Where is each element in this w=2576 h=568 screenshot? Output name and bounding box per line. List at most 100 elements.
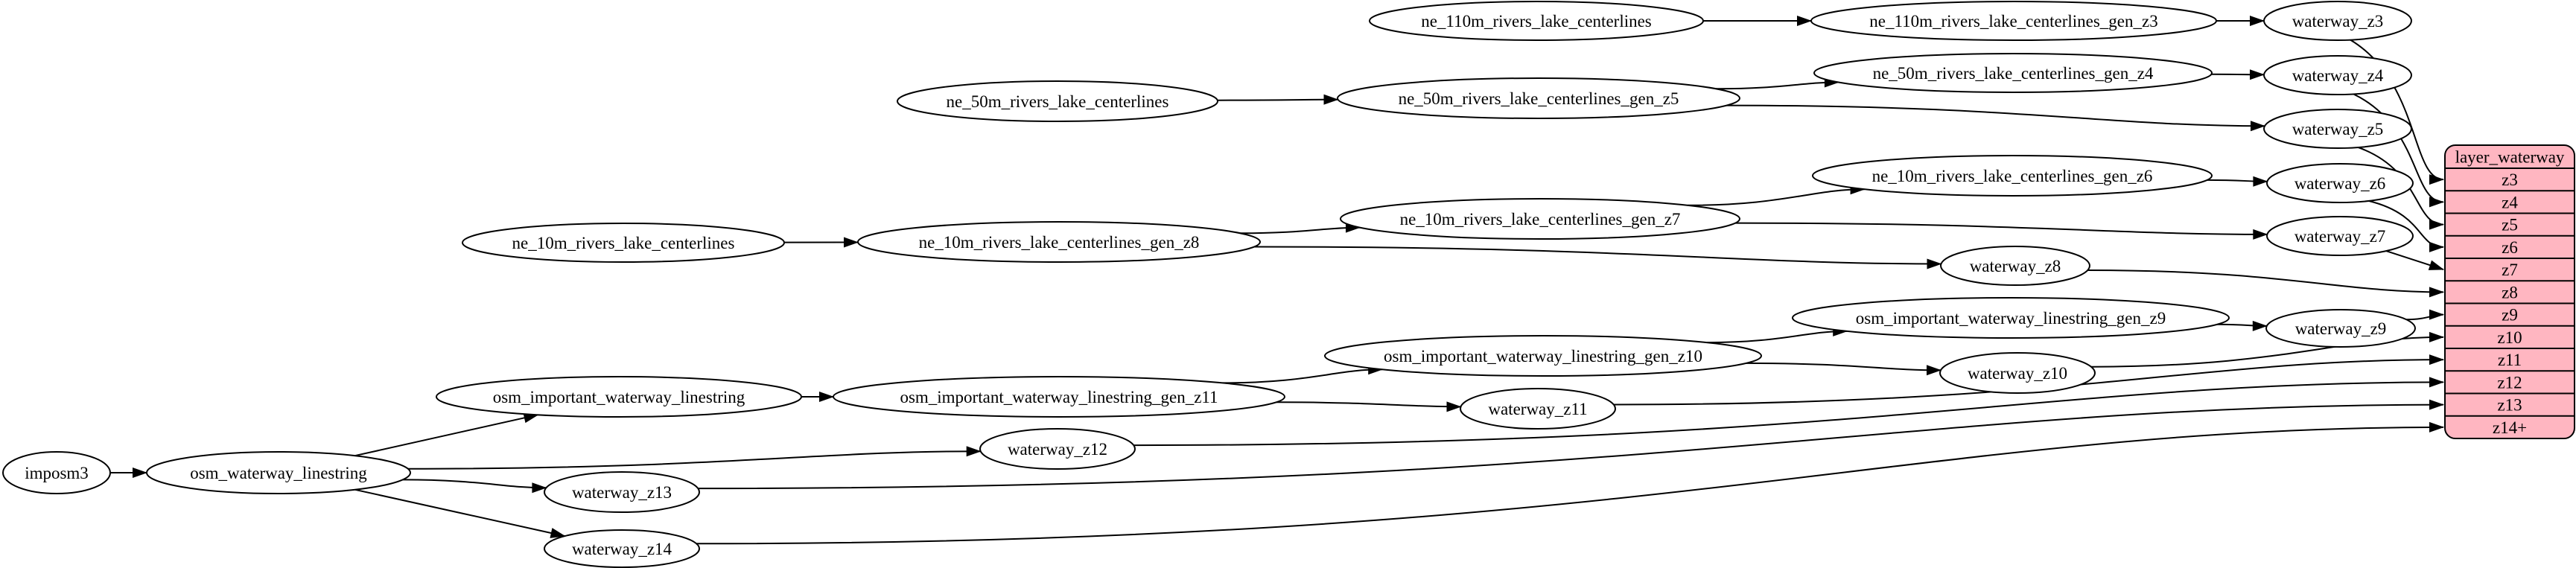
- node-ne_10m_rivers_lake_centerlines_gen_z6: ne_10m_rivers_lake_centerlines_gen_z6: [1812, 155, 2213, 197]
- edge-ne_50m_rivers_lake_centerlines_gen_z5-to-ne_50m_rivers_lake_centerlines_gen_z4: [1716, 77, 1839, 90]
- node-waterway_z7: waterway_z7: [2266, 216, 2414, 256]
- node-ellipse: [1324, 335, 1762, 377]
- node-ellipse: [2263, 55, 2412, 95]
- table-row-z13: z13: [2497, 396, 2522, 415]
- node-waterway_z5: waterway_z5: [2263, 109, 2412, 149]
- node-imposm3: imposm3: [2, 451, 111, 494]
- nodes-layer: imposm3 osm_waterway_linestring osm_import…: [2, 1, 2416, 568]
- edge-waterway_z9-to-layer_waterway-z9: [2406, 309, 2444, 321]
- table-row-z10: z10: [2497, 328, 2522, 347]
- node-waterway_z13: waterway_z13: [544, 471, 700, 513]
- table-row-z12: z12: [2497, 373, 2522, 392]
- edge-waterway_z8-to-layer_waterway-z8: [2087, 269, 2444, 298]
- node-ellipse: [2263, 109, 2412, 149]
- edge-osm_important_waterway_linestring_gen_z10-to-waterway_z10: [1746, 362, 1941, 376]
- node-ellipse: [1337, 77, 1740, 119]
- edge-waterway_z6-to-layer_waterway-z6: [2368, 200, 2444, 252]
- node-waterway_z10: waterway_z10: [1939, 352, 2096, 394]
- edge-osm_waterway_linestring-to-osm_important_waterway_linestring: [354, 412, 539, 457]
- node-label: waterway_z8: [1970, 257, 2061, 275]
- node-ne_10m_rivers_lake_centerlines: ne_10m_rivers_lake_centerlines: [462, 223, 785, 263]
- table-row-z8: z8: [2502, 283, 2518, 301]
- node-label: ne_10m_rivers_lake_centerlines_gen_z7: [1400, 210, 1681, 229]
- node-label: imposm3: [25, 464, 89, 482]
- table-row-z11: z11: [2498, 351, 2522, 369]
- node-ellipse: [833, 376, 1285, 418]
- table-row-z9: z9: [2502, 306, 2518, 325]
- node-osm_waterway_linestring: osm_waterway_linestring: [146, 451, 411, 494]
- node-ellipse: [544, 471, 700, 513]
- node-osm_important_waterway_linestring_gen_z11: osm_important_waterway_linestring_gen_z1…: [833, 376, 1285, 418]
- edge-waterway_z7-to-layer_waterway-z7: [2385, 250, 2444, 271]
- node-label: waterway_z9: [2295, 319, 2387, 338]
- node-waterway_z8: waterway_z8: [1940, 246, 2090, 286]
- edge-waterway_z14-to-layer_waterway-z14+: [696, 421, 2444, 545]
- edge-ne_10m_rivers_lake_centerlines_gen_z7-to-ne_10m_rivers_lake_centerlines_gen_z6: [1688, 184, 1866, 206]
- edge-waterway_z4-to-layer_waterway-z4: [2353, 93, 2444, 208]
- node-label: waterway_z4: [2292, 66, 2384, 85]
- table-row-z7: z7: [2502, 261, 2518, 279]
- node-label: waterway_z3: [2292, 12, 2384, 31]
- node-ne_50m_rivers_lake_centerlines: ne_50m_rivers_lake_centerlines: [897, 80, 1218, 122]
- edge-ne_10m_rivers_lake_centerlines_gen_z8-to-ne_10m_rivers_lake_centerlines_gen_z7: [1240, 222, 1361, 234]
- node-ellipse: [979, 428, 1136, 470]
- node-label: osm_important_waterway_linestring_gen_z9: [1856, 309, 2166, 328]
- node-ne_50m_rivers_lake_centerlines_gen_z4: ne_50m_rivers_lake_centerlines_gen_z4: [1813, 53, 2213, 93]
- table-outline: [2444, 144, 2575, 439]
- node-ellipse: [2, 451, 111, 494]
- node-ne_50m_rivers_lake_centerlines_gen_z5: ne_50m_rivers_lake_centerlines_gen_z5: [1337, 77, 1740, 119]
- node-ne_110m_rivers_lake_centerlines_gen_z3: ne_110m_rivers_lake_centerlines_gen_z3: [1810, 1, 2217, 41]
- node-osm_important_waterway_linestring_gen_z9: osm_important_waterway_linestring_gen_z9: [1792, 297, 2230, 339]
- table-layer_waterway: layer_waterwayz3z4z5z6z7z8z9z10z11z12z13…: [2444, 144, 2575, 439]
- node-label: ne_10m_rivers_lake_centerlines_gen_z8: [919, 233, 1200, 252]
- table-row-z5: z5: [2502, 216, 2518, 234]
- edge-ne_10m_rivers_lake_centerlines_gen_z7-to-waterway_z7: [1735, 222, 2268, 240]
- node-ellipse: [2266, 216, 2414, 256]
- node-ellipse: [2265, 309, 2416, 348]
- edge-osm_waterway_linestring-to-waterway_z14: [354, 488, 566, 538]
- node-osm_important_waterway_linestring_gen_z10: osm_important_waterway_linestring_gen_z1…: [1324, 335, 1762, 377]
- node-label: waterway_z5: [2292, 120, 2384, 138]
- node-ellipse: [1460, 388, 1616, 430]
- node-ne_110m_rivers_lake_centerlines: ne_110m_rivers_lake_centerlines: [1369, 1, 1704, 41]
- edge-osm_important_waterway_linestring_gen_z11-to-osm_important_waterway_linestring_gen_z10: [1222, 364, 1384, 384]
- edge-ne_10m_rivers_lake_centerlines_gen_z6-to-waterway_z6: [2207, 176, 2268, 187]
- edge-osm_waterway_linestring-to-waterway_z13: [402, 479, 547, 494]
- node-label: ne_110m_rivers_lake_centerlines: [1421, 12, 1652, 31]
- edge-ne_50m_rivers_lake_centerlines_gen_z4-to-waterway_z4: [2211, 69, 2265, 80]
- node-label: waterway_z10: [1968, 364, 2067, 383]
- node-waterway_z4: waterway_z4: [2263, 55, 2412, 95]
- node-waterway_z9: waterway_z9: [2265, 309, 2416, 348]
- node-ellipse: [1940, 246, 2090, 286]
- node-label: ne_10m_rivers_lake_centerlines: [512, 234, 735, 252]
- node-label: ne_50m_rivers_lake_centerlines_gen_z4: [1873, 64, 2154, 83]
- node-waterway_z11: waterway_z11: [1460, 388, 1616, 430]
- node-ne_10m_rivers_lake_centerlines_gen_z7: ne_10m_rivers_lake_centerlines_gen_z7: [1340, 198, 1740, 240]
- node-ellipse: [146, 451, 411, 494]
- node-label: waterway_z13: [572, 483, 672, 502]
- node-ellipse: [1340, 198, 1740, 240]
- node-label: osm_important_waterway_linestring_gen_z1…: [1384, 347, 1702, 366]
- node-label: waterway_z14: [572, 540, 672, 558]
- node-ne_10m_rivers_lake_centerlines_gen_z8: ne_10m_rivers_lake_centerlines_gen_z8: [857, 221, 1261, 263]
- table-row-z4: z4: [2502, 193, 2518, 211]
- node-ellipse: [1812, 155, 2213, 197]
- node-label: waterway_z12: [1008, 440, 1107, 459]
- node-label: waterway_z6: [2294, 174, 2386, 193]
- node-ellipse: [1369, 1, 1704, 41]
- edge-waterway_z11-to-layer_waterway-z11: [1613, 354, 2444, 406]
- node-waterway_z3: waterway_z3: [2263, 1, 2412, 41]
- node-ellipse: [544, 529, 700, 568]
- node-ellipse: [2266, 163, 2414, 203]
- node-ellipse: [897, 80, 1218, 122]
- edge-waterway_z12-to-layer_waterway-z12: [1133, 377, 2444, 447]
- edge-waterway_z13-to-layer_waterway-z13: [698, 399, 2444, 490]
- node-label: osm_waterway_linestring: [190, 464, 367, 482]
- edges-layer: [110, 16, 2444, 545]
- edge-osm_important_waterway_linestring_gen_z10-to-osm_important_waterway_linestring_gen_z9: [1706, 325, 1848, 344]
- edge-waterway_z5-to-layer_waterway-z5: [2358, 147, 2444, 230]
- node-label: waterway_z11: [1488, 400, 1587, 418]
- node-ellipse: [462, 223, 785, 263]
- table-row-z6: z6: [2502, 238, 2518, 257]
